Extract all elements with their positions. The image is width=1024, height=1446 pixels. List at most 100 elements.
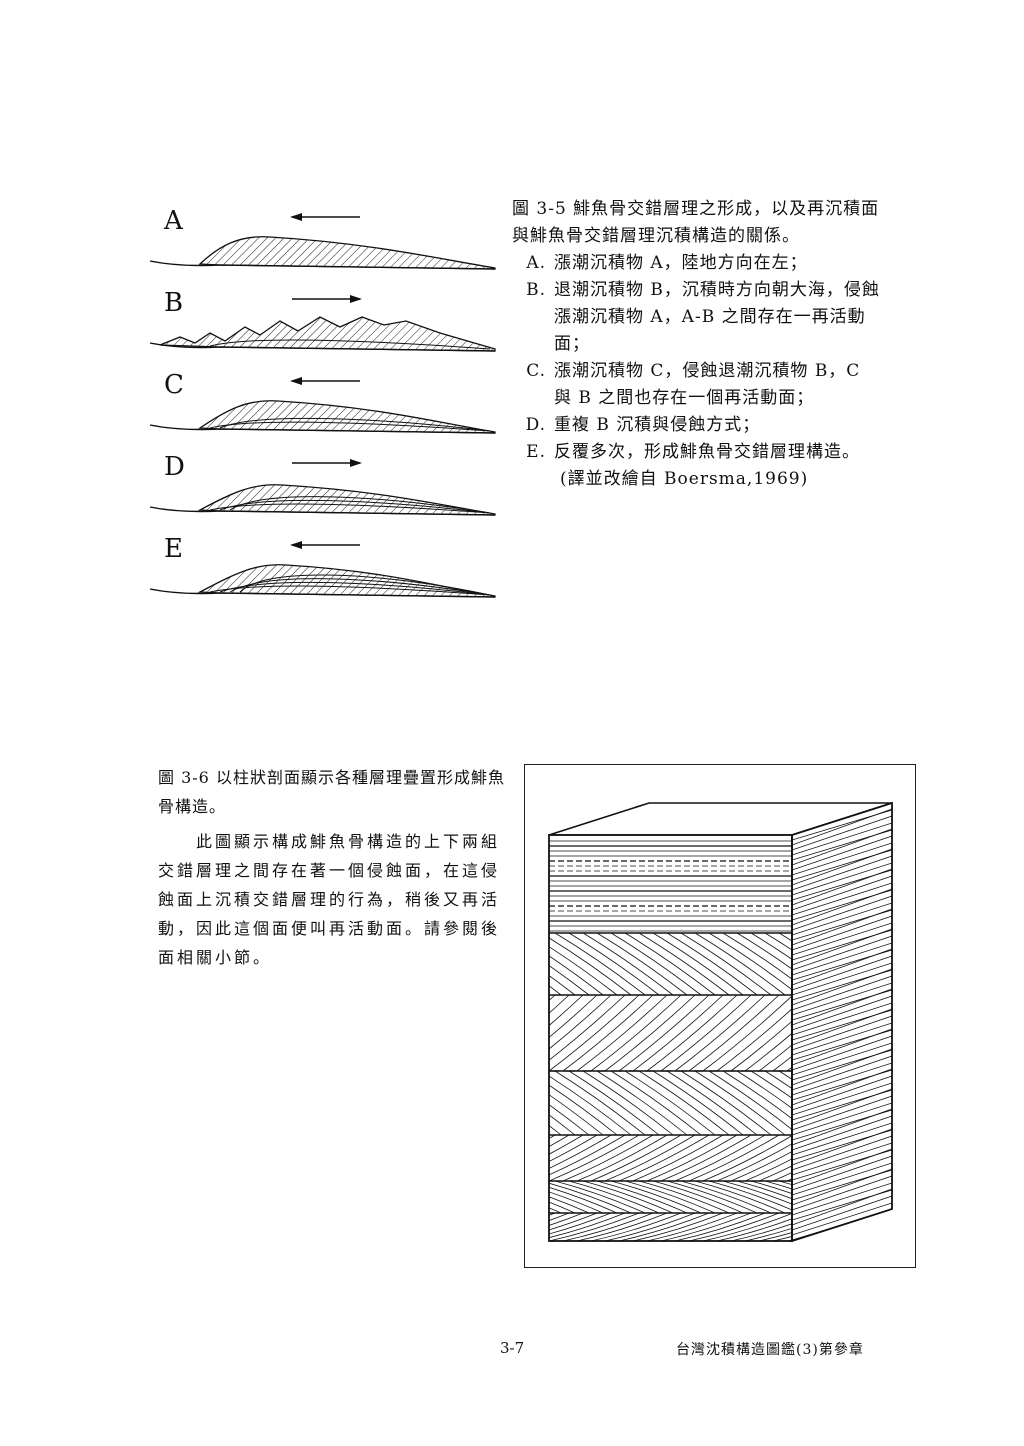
figure-3-5-source: (譯並改繪自 Boersma,1969) [560,469,809,489]
cross-bed-line [549,1207,562,1214]
cross-bed-line [549,964,590,996]
side-lamination-line [792,1162,892,1196]
cross-bed-line [549,955,604,996]
cross-bed-line [772,1235,792,1241]
cross-bed-line [688,994,780,1072]
panel-label: A [163,206,184,236]
cross-bed-line [549,994,598,1039]
cross-bed-line [638,1070,730,1136]
side-lamination-line [792,1095,892,1131]
cross-bed-line [549,1134,626,1176]
cross-bed-line [610,1180,702,1214]
cross-bed-line [646,1212,738,1241]
caption-item: E. 反覆多次，形成鯡魚骨交錯層理構造。 [512,439,882,466]
cross-bed-line [905,933,915,995]
cross-bed-line [604,1134,696,1182]
cross-bed-line [549,1134,570,1148]
cross-bed-line [638,932,730,996]
side-lamination-line [792,988,892,1026]
cross-bed-line [604,994,696,1072]
cross-bed-line [525,1071,547,1135]
cross-bed-line [891,1071,915,1135]
cross-bed-line [549,994,640,1072]
figure-3-6-body: 此圖顯示構成鯡魚骨構造的上下兩組交錯層理之間存在著一個侵蝕面，在這侵蝕面上沉積交… [158,832,501,967]
cross-bed-line [525,1135,527,1181]
cross-bed-line [702,1135,792,1182]
side-lamination-line [792,1002,892,1036]
cross-bed-line [764,1180,792,1190]
side-lamination-line [792,948,892,986]
panel-b: B [149,288,496,352]
side-lamination-line [792,868,892,906]
reactivation-surface-line [239,574,491,596]
cross-bed-line [758,1232,792,1241]
caption-item: C. 漲潮沉積物 C，侵蝕退潮沉積物 B，C 與 B 之間也存在一個再活動面； [512,358,882,412]
cross-bed-line [549,1212,584,1226]
cross-bed-line [758,1044,792,1072]
side-lamination-line [792,1015,892,1051]
side-lamination-line [792,1022,892,1056]
cross-bed-line [632,994,724,1072]
panel-c: C [149,370,496,434]
cross-bed-line [772,1055,792,1072]
side-lamination-line [792,1048,892,1086]
cross-bed-line [716,1008,792,1072]
side-lamination-line [792,1142,892,1176]
cross-bed-line [549,1114,576,1136]
figure-3-5-drawing: A BCD E [149,206,496,598]
cross-bed-line [525,1135,541,1181]
side-lamination-line [792,902,892,936]
figure-3-5-item-list: A. 漲潮沉積物 A，陸地方向在左； B. 退潮沉積物 B，沉積時方向朝大海，侵… [512,250,882,466]
side-lamination-line [792,1035,892,1071]
cross-bed-line [736,1070,792,1109]
side-lamination-line [792,815,892,851]
cross-bed-line [905,1071,915,1135]
side-lamination-line [792,1088,892,1126]
cross-bed-line [624,1070,716,1136]
cross-bed-line [549,1134,612,1169]
cross-bed-line [568,1180,660,1214]
cross-bed-line [708,932,792,991]
side-lamination-line [792,888,892,926]
side-lamination-line [792,982,892,1016]
cross-bed-line [596,1180,688,1214]
cross-bed-line [638,1180,730,1214]
running-footer: 台灣沈積構造圖鑑(3)第參章 [676,1342,864,1358]
cross-bed-line [722,1070,792,1120]
cross-bed-line [680,932,772,996]
cross-bed-line [554,932,646,996]
cross-bed-line [702,995,792,1072]
figure-3-6-block-diagram [525,801,915,1267]
cross-bed-line [590,994,682,1072]
cross-bed-line [549,1191,604,1214]
cross-bed-line [549,1212,598,1231]
reactivation-surface-line [229,578,491,596]
side-lamination-line [792,962,892,996]
side-lamination-line [792,1148,892,1186]
cross-bed-line [660,1212,752,1241]
reactivation-surface-line [219,417,491,432]
cross-bed-line [549,974,576,996]
side-lamination-line [792,1202,892,1236]
cross-bed-line [525,1213,541,1241]
side-lamination-line [792,935,892,971]
side-lamination-line [792,1155,892,1191]
cross-bed-line [549,937,632,996]
cross-bed-line [674,1212,766,1241]
panel-e: E [149,534,496,598]
cross-bed-line [708,1180,792,1211]
panel-label: D [164,452,185,482]
cross-bed-line [618,1134,710,1182]
cross-bed-line [604,1212,696,1241]
cross-bed-line [750,1070,792,1099]
cross-bed-line [596,1070,688,1136]
cross-bed-line [562,1134,654,1182]
cross-bed-line [772,1172,792,1182]
cross-bed-line [554,1070,646,1136]
cross-bed-line [730,1151,792,1182]
side-lamination-line [792,835,892,871]
cross-bed-line [576,994,668,1072]
side-lamination-line [792,1250,892,1267]
cross-bed-line [666,1180,758,1214]
